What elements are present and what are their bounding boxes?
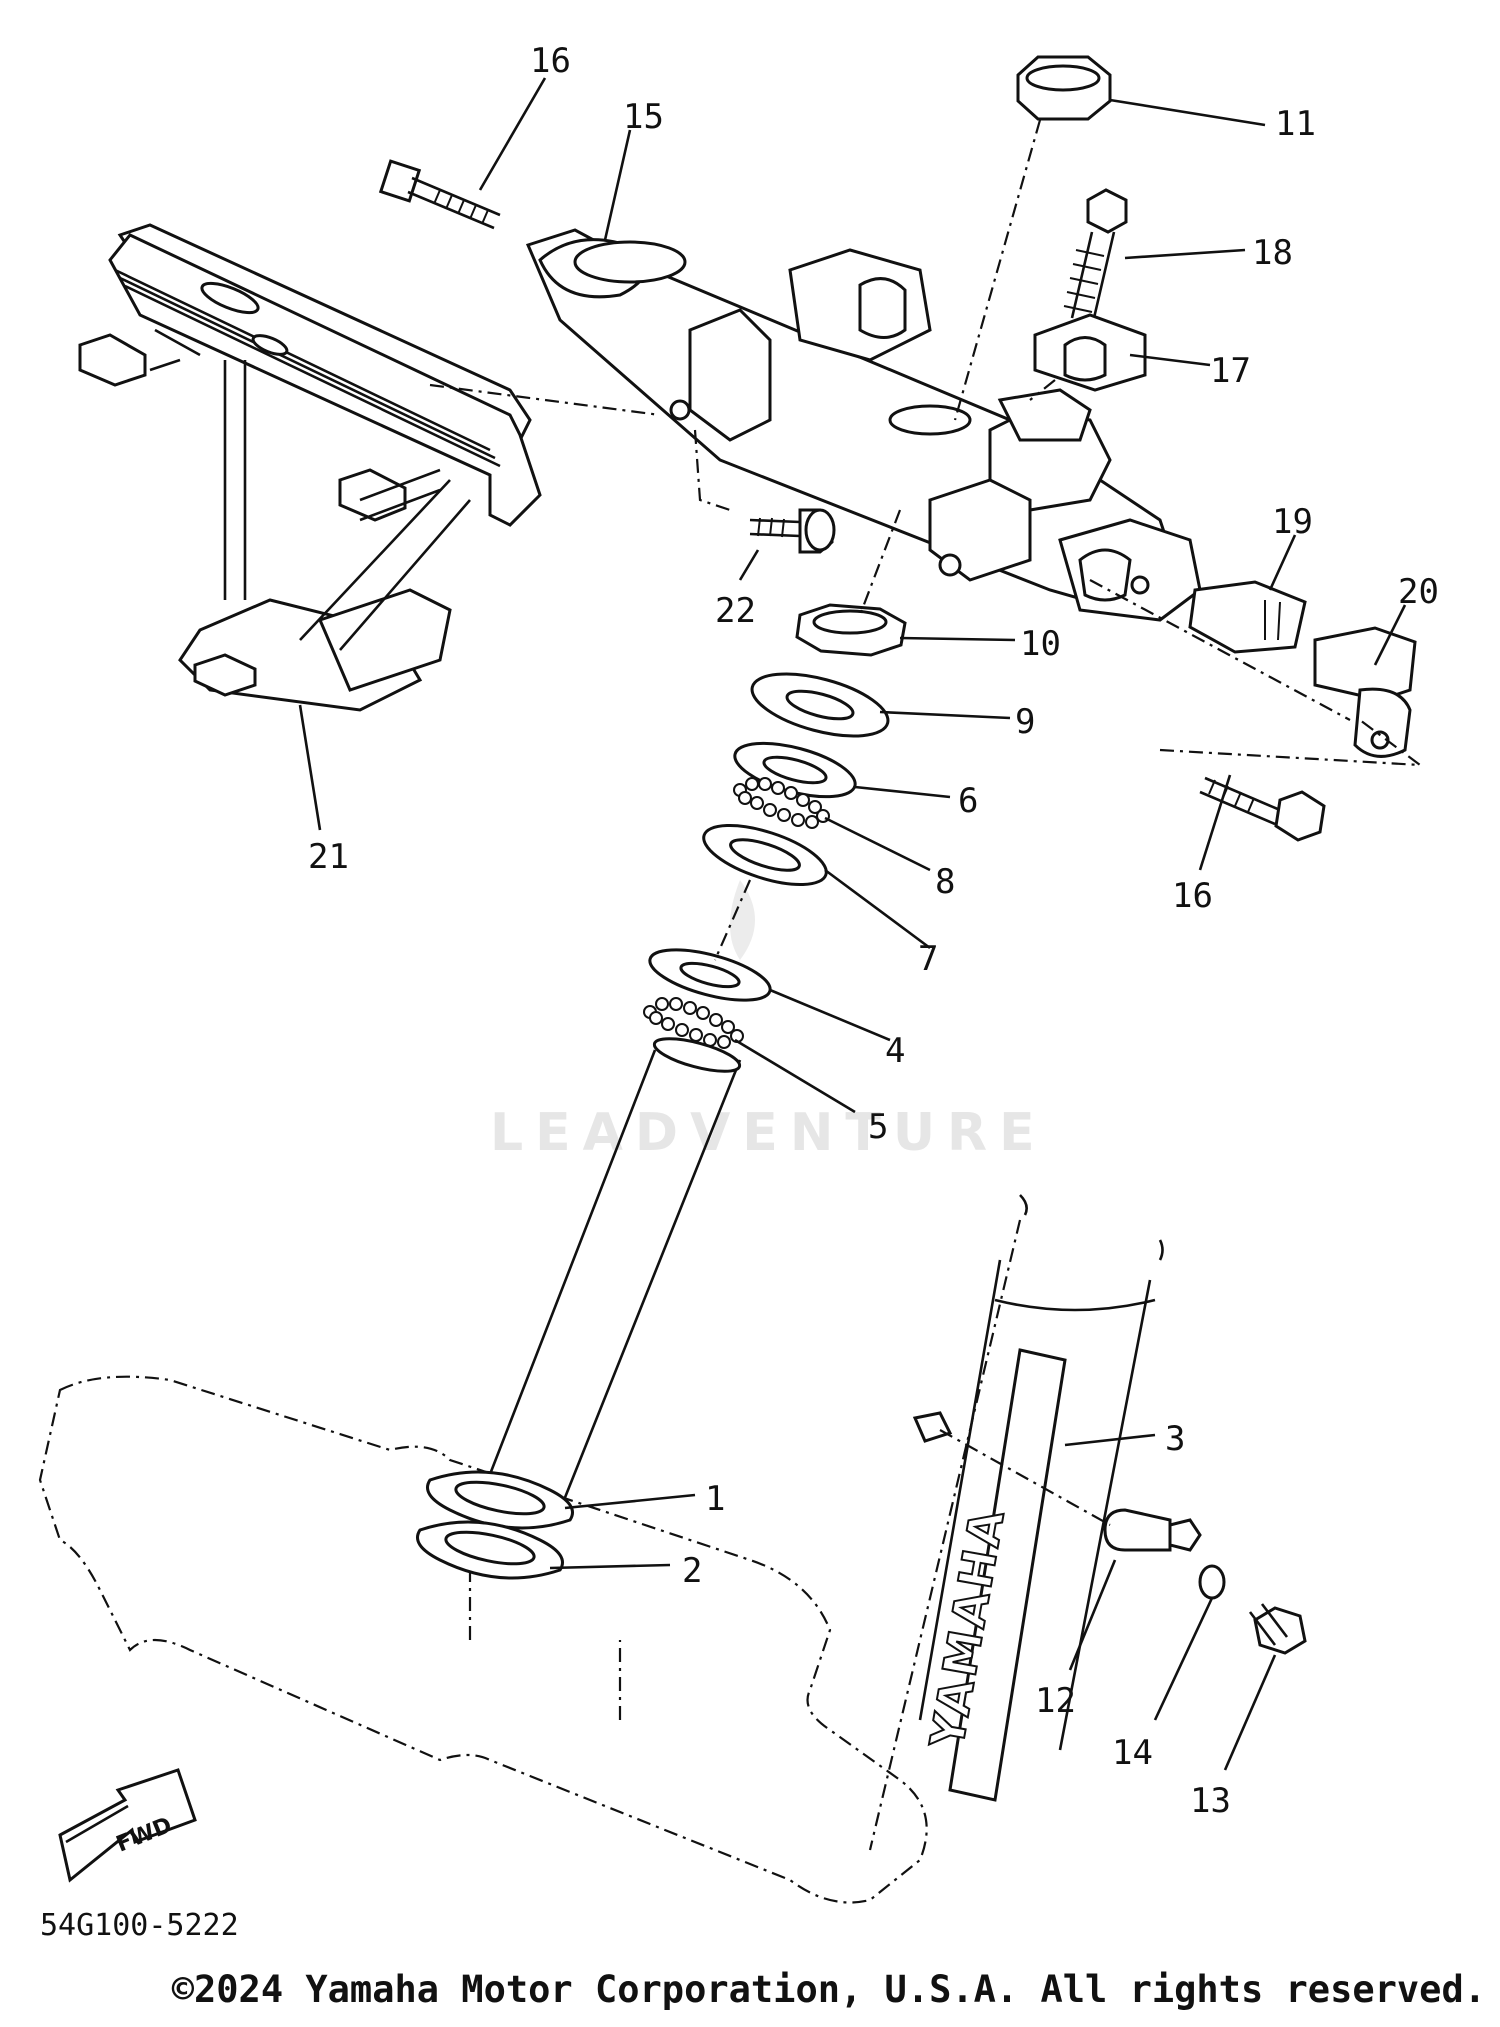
bolt-13 [1248, 1603, 1307, 1655]
nut-11 [1016, 55, 1112, 121]
label-19: 19 [1272, 502, 1313, 542]
nut-10 [795, 603, 907, 657]
label-9: 9 [1015, 702, 1035, 742]
washer-14 [1198, 1564, 1226, 1600]
label-1: 1 [705, 1479, 725, 1519]
label-5: 5 [868, 1107, 888, 1147]
bolt-22 [749, 508, 836, 554]
label-2: 2 [682, 1551, 702, 1591]
label-21: 21 [308, 837, 349, 877]
copyright-notice: ©2024 Yamaha Motor Corporation, U.S.A. A… [171, 1968, 1486, 2011]
washer-9 [750, 672, 890, 738]
label-13: 13 [1190, 1781, 1231, 1821]
ball-bearing-5 [643, 997, 744, 1049]
drawing-number: 54G100-5222 [40, 1908, 239, 1943]
label-7: 7 [918, 939, 938, 979]
bracket-21 [78, 223, 542, 712]
bolt-16-lower [1199, 776, 1326, 842]
label-14: 14 [1112, 1733, 1153, 1773]
bracket-20 [1313, 626, 1417, 758]
race-7 [702, 824, 828, 886]
race-6 [733, 741, 857, 799]
holder-19 [1188, 580, 1307, 654]
label-4: 4 [885, 1031, 905, 1071]
label-16-lower: 16 [1172, 876, 1213, 916]
label-3: 3 [1165, 1419, 1185, 1459]
bolt-18 [1063, 188, 1128, 319]
seal-2 [416, 1520, 564, 1580]
bolt-16-upper [378, 159, 501, 230]
label-20: 20 [1398, 572, 1439, 612]
label-6: 6 [958, 781, 978, 821]
label-12: 12 [1035, 1681, 1076, 1721]
watermark-flame-icon [730, 880, 755, 960]
label-8: 8 [935, 862, 955, 902]
steering-stem [478, 1037, 742, 1511]
upper-bracket [525, 228, 1202, 622]
label-18: 18 [1252, 233, 1293, 273]
front-fork [868, 1194, 1164, 1851]
label-16-upper: 16 [530, 41, 571, 81]
seal-1 [426, 1470, 574, 1530]
holder-17 [1033, 313, 1147, 392]
label-17: 17 [1210, 351, 1251, 391]
label-22: 22 [715, 591, 756, 631]
lower-bracket [38, 1375, 928, 1904]
clamp-12 [912, 1411, 1202, 1552]
label-15: 15 [623, 97, 664, 137]
forward-arrow-icon [58, 1768, 197, 1883]
watermark-text: LEADVENTURE [490, 1103, 1047, 1163]
leader-lines [298, 77, 1424, 1771]
label-11: 11 [1275, 104, 1316, 144]
label-10: 10 [1020, 624, 1061, 664]
